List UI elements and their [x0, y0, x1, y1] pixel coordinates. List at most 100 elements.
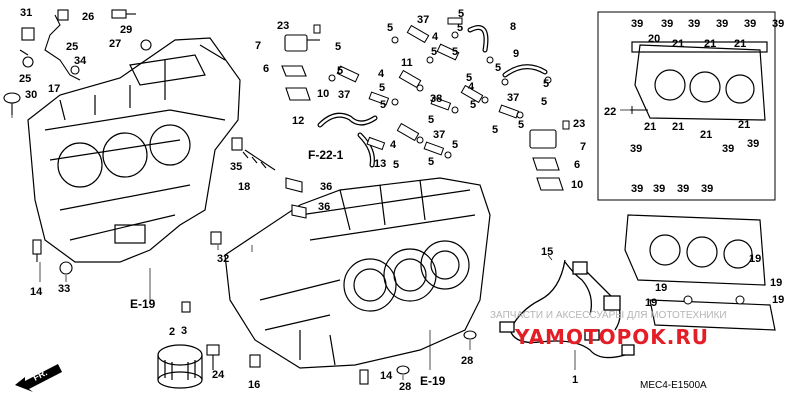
callout-4b[interactable]: 4: [432, 31, 439, 43]
callout-5g[interactable]: 5: [452, 46, 458, 58]
ref-e19-bottom[interactable]: E-19: [420, 374, 446, 388]
callout-5k[interactable]: 5: [495, 62, 501, 74]
washer-27[interactable]: [140, 39, 152, 51]
callout-5b[interactable]: 5: [337, 65, 343, 77]
breather-valve-7b[interactable]: [529, 129, 557, 149]
callout-37a[interactable]: 37: [338, 89, 350, 101]
head-gasket-upper[interactable]: [631, 41, 768, 121]
callout-3[interactable]: 3: [181, 325, 187, 337]
callout-5c[interactable]: 5: [379, 82, 385, 94]
callout-39c[interactable]: 39: [688, 18, 700, 30]
upper-crankcase[interactable]: [27, 37, 241, 263]
callout-17[interactable]: 17: [48, 83, 60, 95]
callout-19d[interactable]: 19: [645, 297, 657, 309]
callout-4a[interactable]: 4: [378, 68, 385, 80]
bracket-6b[interactable]: [532, 157, 560, 171]
fitting-24[interactable]: [206, 344, 220, 370]
callout-39l[interactable]: 39: [701, 183, 713, 195]
callout-5f[interactable]: 5: [431, 46, 437, 58]
callout-20[interactable]: 20: [648, 33, 660, 45]
callout-37b[interactable]: 37: [417, 14, 429, 26]
callout-25a[interactable]: 25: [66, 41, 78, 53]
callout-5o[interactable]: 5: [541, 96, 547, 108]
callout-23a[interactable]: 23: [277, 20, 289, 32]
clip-36b[interactable]: [291, 204, 307, 219]
washer-28b[interactable]: [463, 330, 477, 340]
callout-35[interactable]: 35: [230, 161, 242, 173]
callout-34[interactable]: 34: [74, 55, 87, 67]
breather-valve-7a[interactable]: [284, 34, 320, 52]
callout-39f[interactable]: 39: [630, 143, 642, 155]
callout-39k[interactable]: 39: [677, 183, 689, 195]
callout-31[interactable]: 31: [20, 7, 32, 19]
callout-39e[interactable]: 39: [744, 18, 756, 30]
callout-39a[interactable]: 39: [631, 18, 643, 30]
callout-5n[interactable]: 5: [470, 99, 476, 111]
sensor-14-left[interactable]: [32, 239, 42, 262]
callout-30[interactable]: 30: [25, 89, 37, 101]
callout-14-bottom[interactable]: 14: [380, 370, 393, 382]
callout-39m[interactable]: 39: [772, 18, 784, 30]
callout-10b[interactable]: 10: [571, 179, 583, 191]
ref-f22[interactable]: F-22-1: [308, 148, 344, 162]
callout-21f[interactable]: 21: [738, 119, 750, 131]
bracket-10b[interactable]: [536, 177, 564, 191]
callout-28b[interactable]: 28: [399, 381, 411, 393]
callout-11[interactable]: 11: [401, 57, 413, 69]
callout-37d[interactable]: 37: [433, 129, 445, 141]
callout-5d[interactable]: 5: [380, 99, 386, 111]
callout-9[interactable]: 9: [513, 48, 519, 60]
callout-16[interactable]: 16: [248, 379, 260, 391]
callout-10a[interactable]: 10: [317, 88, 329, 100]
callout-19c[interactable]: 19: [770, 277, 782, 289]
callout-4c[interactable]: 4: [468, 81, 475, 93]
callout-39b[interactable]: 39: [661, 18, 673, 30]
callout-18[interactable]: 18: [238, 181, 250, 193]
callout-5q[interactable]: 5: [518, 119, 524, 131]
callout-5i[interactable]: 5: [457, 22, 463, 34]
callout-19e[interactable]: 19: [772, 294, 784, 306]
callout-39d[interactable]: 39: [716, 18, 728, 30]
callout-7a[interactable]: 7: [255, 40, 261, 52]
callout-36b[interactable]: 36: [318, 201, 330, 213]
callout-33[interactable]: 33: [58, 283, 70, 295]
callout-21d[interactable]: 21: [672, 121, 684, 133]
wire-harness[interactable]: [499, 259, 635, 359]
sensor-33[interactable]: [59, 261, 73, 275]
callout-5e[interactable]: 5: [387, 22, 393, 34]
ref-e19-left[interactable]: E-19: [130, 297, 156, 311]
dowel-32[interactable]: [210, 231, 222, 245]
callout-39h[interactable]: 39: [747, 138, 759, 150]
lower-crankcase[interactable]: [224, 177, 491, 369]
callout-19b[interactable]: 19: [655, 282, 667, 294]
callout-5m[interactable]: 5: [428, 114, 434, 126]
callout-5p[interactable]: 5: [492, 124, 498, 136]
bolt-23a[interactable]: [313, 24, 321, 34]
crank-sensor-wiring[interactable]: [19, 9, 81, 81]
callout-25b[interactable]: 25: [19, 73, 31, 85]
hose-clamps[interactable]: [328, 31, 552, 159]
callout-15[interactable]: 15: [541, 246, 553, 258]
callout-36a[interactable]: 36: [320, 181, 332, 193]
callout-39g[interactable]: 39: [722, 143, 734, 155]
sensor-14-bottom[interactable]: [359, 369, 369, 385]
callout-21g[interactable]: 21: [644, 121, 656, 133]
callout-21e[interactable]: 21: [700, 129, 712, 141]
callout-5-extra[interactable]: 5: [393, 159, 399, 171]
callout-1[interactable]: 1: [572, 374, 578, 386]
bolt-23b[interactable]: [562, 120, 570, 130]
bracket-10a[interactable]: [285, 87, 311, 101]
callout-24[interactable]: 24: [212, 369, 225, 381]
callout-38[interactable]: 38: [430, 93, 442, 105]
dowels-19[interactable]: [683, 295, 745, 305]
callout-12[interactable]: 12: [292, 115, 304, 127]
sensor-16[interactable]: [249, 354, 261, 368]
callout-37c[interactable]: 37: [507, 92, 519, 104]
callout-5r[interactable]: 5: [452, 139, 458, 151]
callout-21c[interactable]: 21: [734, 38, 746, 50]
callout-26[interactable]: 26: [82, 11, 94, 23]
callout-5a[interactable]: 5: [335, 41, 341, 53]
bolt-18[interactable]: [231, 137, 276, 171]
head-gasket-lower[interactable]: [624, 214, 776, 331]
callout-5-extra2[interactable]: 5: [428, 156, 434, 168]
